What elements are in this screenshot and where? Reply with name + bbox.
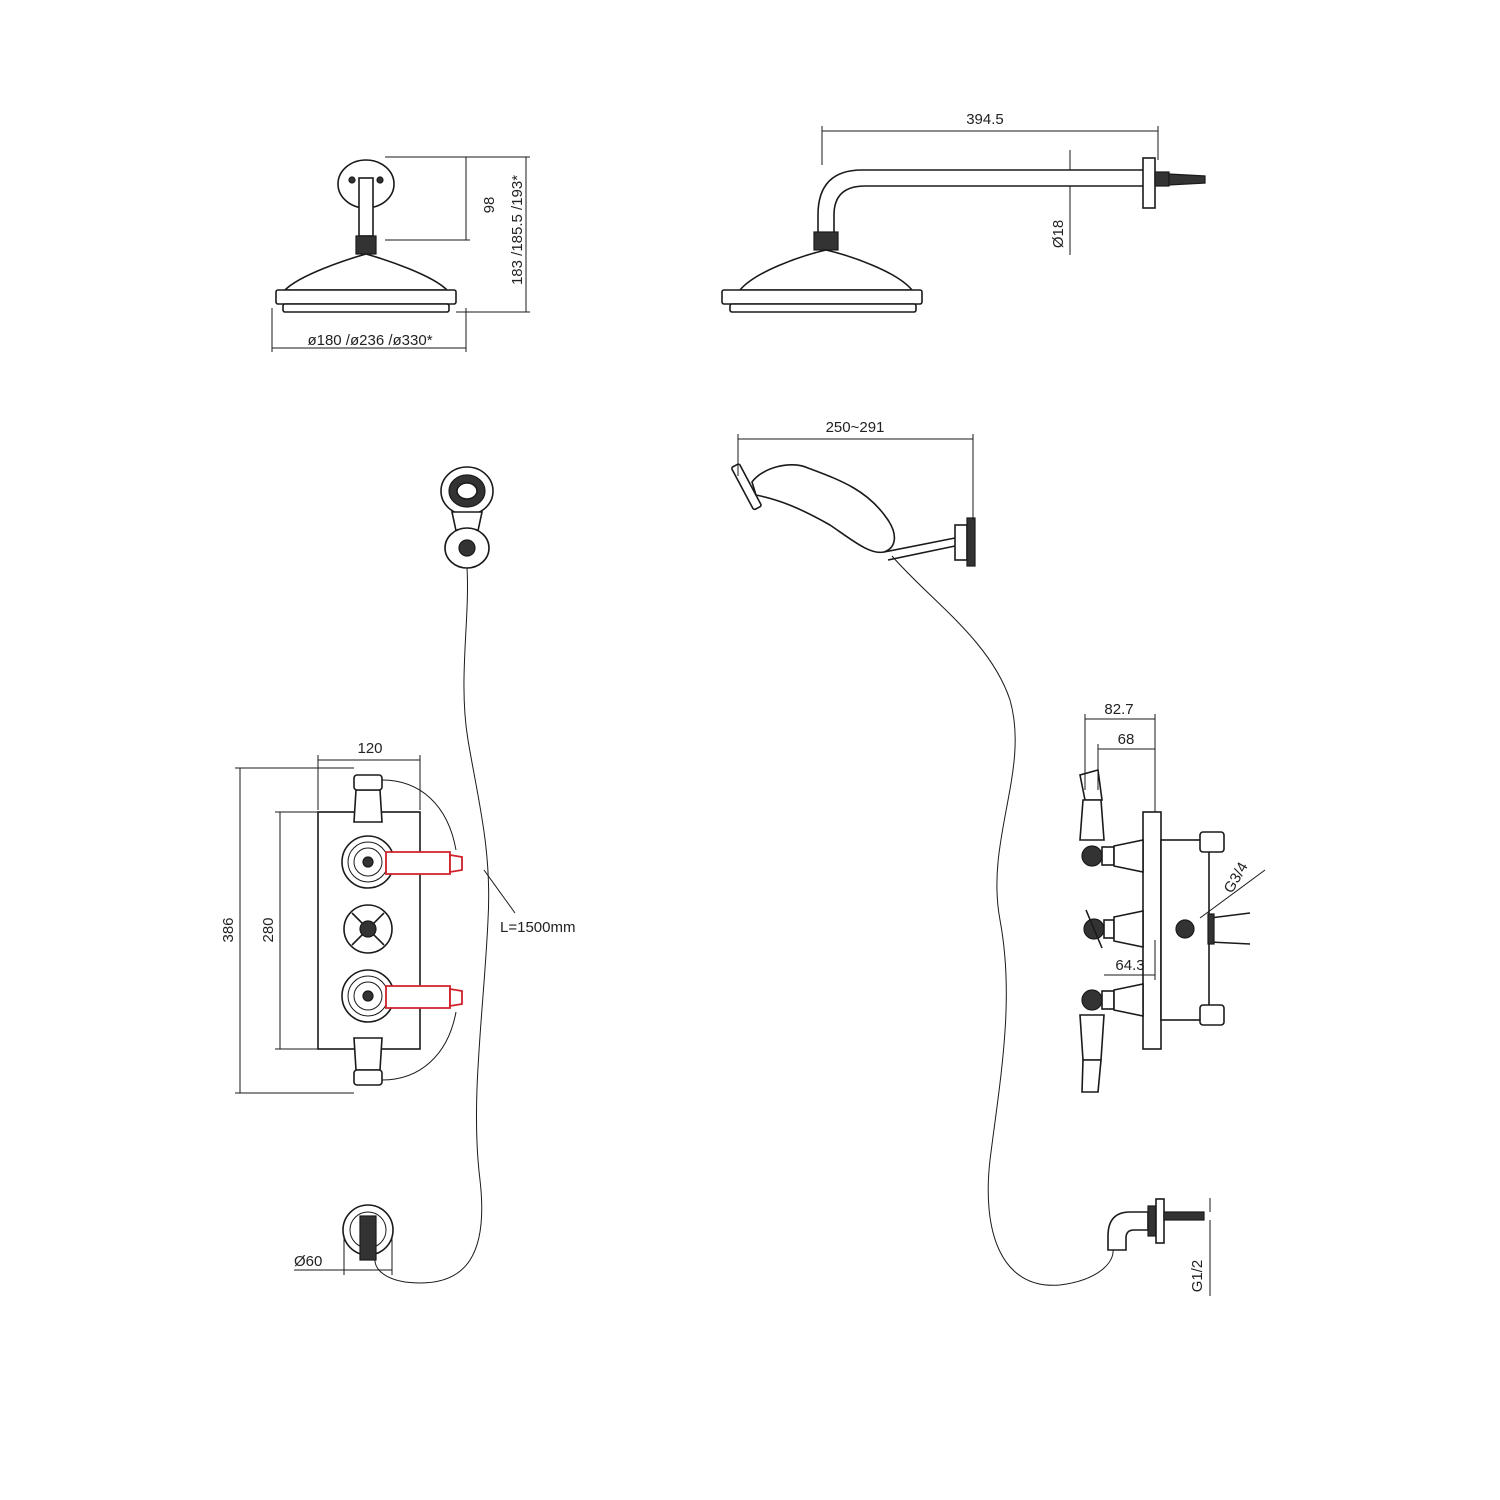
valve-front-view	[235, 755, 463, 1094]
dim-arm-length: 394.5	[966, 111, 1004, 128]
handset-front-view	[374, 466, 516, 1284]
dim-valve-height-outer: 386	[220, 917, 237, 942]
wall-arm-shower-head-side-view	[721, 126, 1206, 313]
wall-outlet-front-view	[294, 1204, 394, 1275]
dim-valve-depth-outer: 82.7	[1104, 701, 1133, 718]
dim-valve-depth-inner: 68	[1118, 731, 1135, 748]
dim-head-diameters: ø180 /ø236 /ø330*	[307, 332, 432, 349]
dim-valve-height-plate: 280	[260, 917, 277, 942]
dim-inlet-thread: G3/4	[1221, 859, 1252, 896]
dim-arm-diameter: Ø18	[1050, 220, 1067, 248]
ceiling-shower-head-front-view	[271, 156, 530, 352]
wall-outlet-side-view	[1107, 1198, 1211, 1296]
dim-valve-depth-min: 64.3	[1115, 957, 1144, 974]
dim-valve-width: 120	[357, 740, 382, 757]
dim-handset-reach: 250~291	[826, 419, 885, 436]
dim-outlet-thread: G1/2	[1189, 1260, 1206, 1293]
valve-side-view	[1079, 714, 1266, 1093]
dim-arm-height: 98	[481, 197, 498, 214]
dim-outlet-diameter: Ø60	[294, 1253, 322, 1270]
dim-total-height: 183 /185.5 /193*	[509, 175, 526, 285]
dim-hose-length: L=1500mm	[500, 919, 575, 936]
handset-side-view	[731, 434, 1114, 1286]
